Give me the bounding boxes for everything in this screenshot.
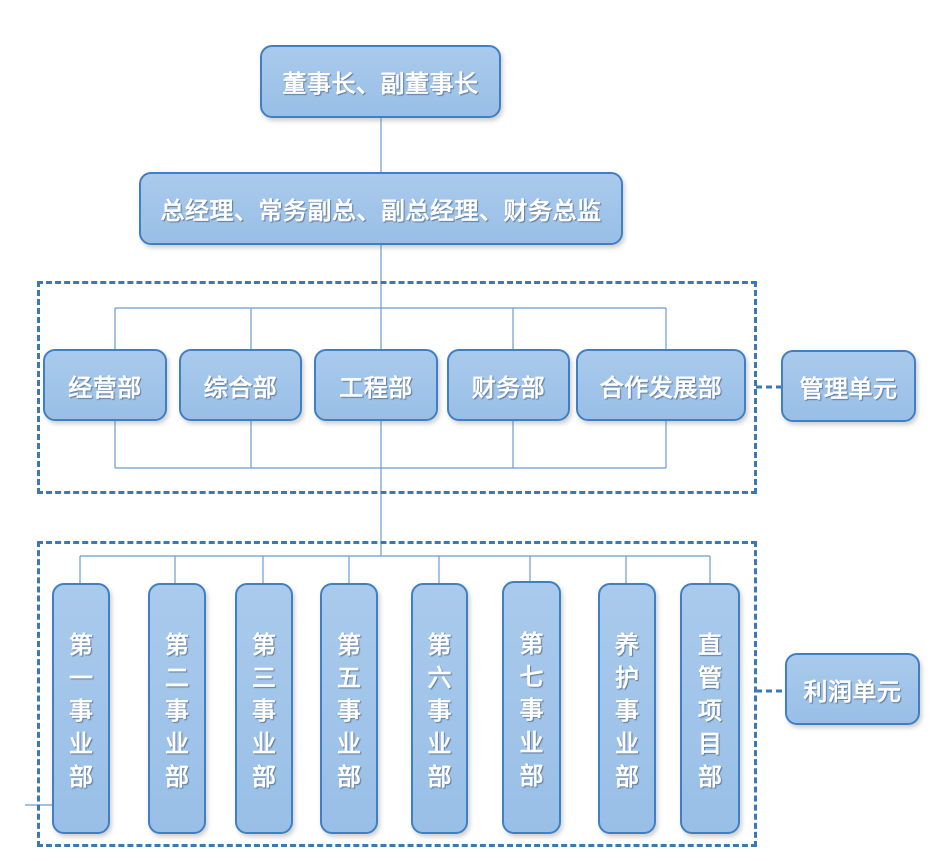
unit-char: 业 <box>252 730 276 758</box>
unit-char: 第 <box>519 630 544 658</box>
department-label: 合作发展部 <box>599 373 723 402</box>
unit-char: 事 <box>165 697 189 725</box>
profit-unit-box-maintenance: 养 护 事 业 部 <box>598 583 656 834</box>
unit-char: 部 <box>337 763 361 791</box>
unit-char: 业 <box>427 730 452 758</box>
profit-unit-box-7: 第 七 事 业 部 <box>502 581 561 834</box>
department-cooperation-box: 合作发展部 <box>576 349 746 421</box>
profit-unit-box-direct-projects: 直 管 项 目 部 <box>680 583 740 834</box>
unit-char: 第 <box>427 631 452 659</box>
unit-char: 养 <box>615 631 639 659</box>
unit-char: 七 <box>519 663 544 691</box>
unit-char: 目 <box>698 730 722 758</box>
unit-char: 业 <box>69 730 93 758</box>
unit-char: 部 <box>427 763 452 791</box>
unit-char: 五 <box>337 664 361 692</box>
department-business-box: 经营部 <box>43 349 167 421</box>
unit-char: 第 <box>337 631 361 659</box>
unit-char: 业 <box>519 729 544 757</box>
unit-char: 第 <box>252 631 276 659</box>
unit-char: 管 <box>698 664 722 692</box>
profit-unit-box-1: 第 一 事 业 部 <box>52 583 110 834</box>
unit-char: 二 <box>165 664 189 692</box>
department-finance-box: 财务部 <box>447 349 570 421</box>
department-label: 财务部 <box>471 373 546 402</box>
unit-char: 事 <box>252 697 276 725</box>
unit-char: 部 <box>698 763 722 791</box>
unit-char: 部 <box>519 762 544 790</box>
profit-unit-box-5: 第 五 事 业 部 <box>320 583 378 834</box>
executive-box: 总经理、常务副总、副总经理、财务总监 <box>139 172 623 245</box>
unit-char: 部 <box>252 763 276 791</box>
unit-char: 护 <box>615 664 639 692</box>
unit-char: 事 <box>519 696 544 724</box>
department-label: 工程部 <box>339 373 413 402</box>
unit-char: 第 <box>165 631 189 659</box>
profit-unit-box-6: 第 六 事 业 部 <box>411 583 468 834</box>
unit-char: 业 <box>165 730 189 758</box>
profit-unit-box-2: 第 二 事 业 部 <box>148 583 206 834</box>
unit-char: 事 <box>427 697 452 725</box>
unit-char: 事 <box>337 697 361 725</box>
department-engineering-box: 工程部 <box>314 349 438 421</box>
department-label: 综合部 <box>203 373 278 402</box>
unit-char: 直 <box>698 631 722 659</box>
unit-char: 部 <box>165 763 189 791</box>
department-general-box: 综合部 <box>179 349 302 421</box>
unit-char: 业 <box>337 730 361 758</box>
unit-char: 第 <box>69 631 93 659</box>
executive-label: 总经理、常务副总、副总经理、财务总监 <box>160 197 602 225</box>
management-unit-label-box: 管理单元 <box>781 350 916 422</box>
department-label: 经营部 <box>68 373 142 402</box>
chairman-box: 董事长、副董事长 <box>260 45 501 118</box>
unit-char: 六 <box>427 664 452 692</box>
unit-char: 三 <box>252 664 276 692</box>
profit-unit-group <box>37 541 757 847</box>
unit-char: 事 <box>615 697 639 725</box>
unit-char: 事 <box>69 697 93 725</box>
chairman-label: 董事长、副董事长 <box>282 70 479 98</box>
profit-unit-label-box: 利润单元 <box>785 653 920 725</box>
profit-unit-box-3: 第 三 事 业 部 <box>235 583 293 834</box>
management-unit-label: 管理单元 <box>799 374 898 403</box>
unit-char: 业 <box>615 730 639 758</box>
unit-char: 一 <box>69 664 93 692</box>
unit-char: 部 <box>69 763 93 791</box>
profit-unit-label: 利润单元 <box>803 677 902 706</box>
unit-char: 项 <box>698 697 722 725</box>
management-unit-group <box>37 281 757 494</box>
unit-char: 部 <box>615 763 639 791</box>
